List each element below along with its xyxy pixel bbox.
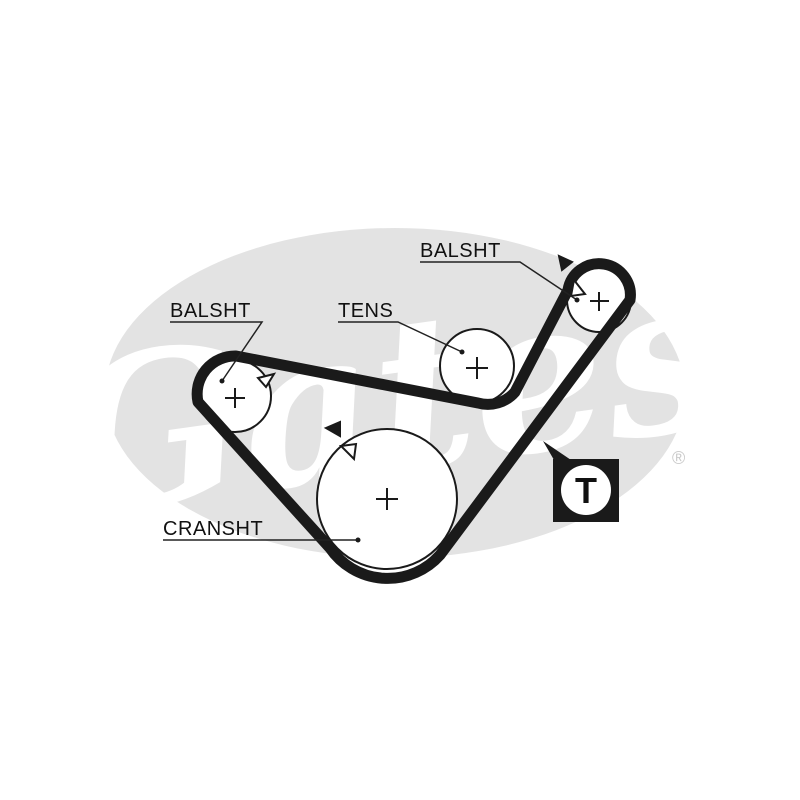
leader-dots bbox=[219, 297, 580, 543]
cross-tensioner bbox=[466, 357, 488, 379]
timing-marks bbox=[256, 254, 587, 462]
registered-mark: ® bbox=[672, 448, 685, 468]
cross-crankshaft bbox=[376, 488, 398, 510]
label-balsht-top: BALSHT bbox=[420, 240, 501, 262]
timing-mark-hollow-left bbox=[256, 372, 277, 389]
cross-balance-shaft-left bbox=[225, 388, 245, 408]
pulley-center-marks bbox=[225, 292, 609, 510]
timing-mark-hollow-top bbox=[569, 277, 587, 298]
cross-balance-shaft-top bbox=[590, 292, 609, 311]
leader-balsht-top bbox=[420, 261, 578, 301]
watermark-ellipse bbox=[105, 228, 685, 558]
timing-mark-filled-top bbox=[557, 254, 574, 272]
leader-dot-tens bbox=[459, 349, 465, 355]
timing-mark-filled-crank bbox=[323, 420, 341, 438]
leader-lines bbox=[163, 261, 578, 541]
label-balsht-left: BALSHT bbox=[170, 300, 251, 322]
leader-dot-balsht-left bbox=[219, 378, 225, 384]
tool-badge-letter: T bbox=[575, 470, 597, 511]
leader-dot-balsht-top bbox=[574, 297, 580, 303]
tool-badge: T bbox=[543, 441, 619, 522]
timing-belt bbox=[191, 258, 636, 584]
leader-tens bbox=[338, 321, 463, 353]
leader-dot-cranksht bbox=[355, 537, 361, 543]
leader-balsht-left bbox=[170, 321, 264, 382]
label-cranksht: CRANSHT bbox=[163, 518, 263, 540]
timing-mark-hollow-crank bbox=[338, 442, 358, 462]
label-tens: TENS bbox=[338, 300, 393, 322]
tool-badge-circle bbox=[561, 465, 611, 515]
